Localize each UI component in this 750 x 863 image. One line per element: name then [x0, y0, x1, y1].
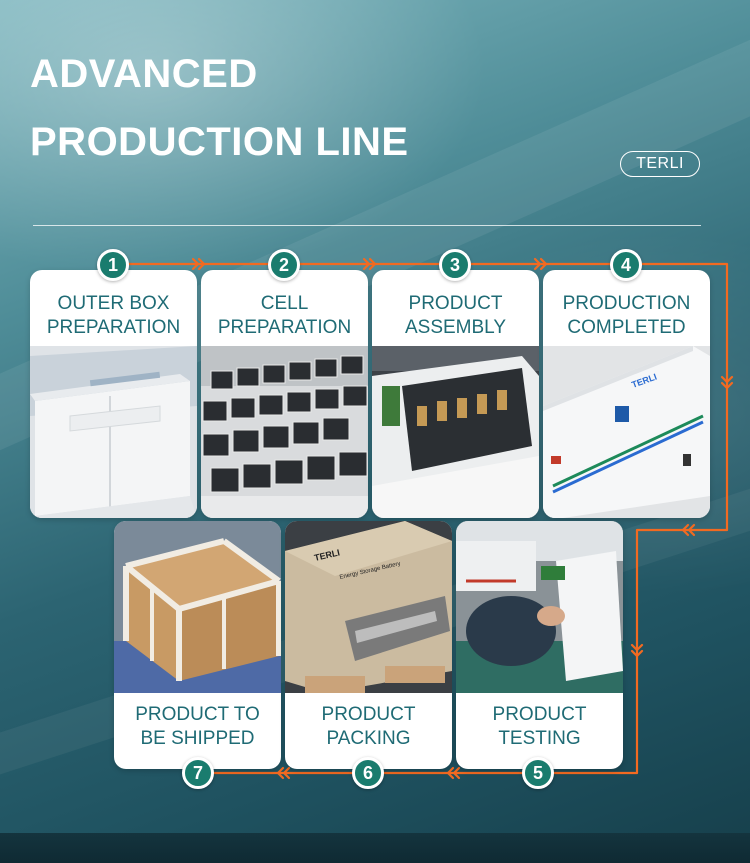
- completed-unit-photo: TERLI: [543, 346, 710, 518]
- step-label: PRODUCTION COMPLETED: [562, 293, 691, 338]
- step-number-badge-5: 5: [522, 757, 554, 789]
- chevron-right-icon: [533, 257, 548, 271]
- brand-badge: TERLI: [620, 151, 700, 177]
- step-card-cell-preparation: CELL PREPARATION: [201, 270, 368, 518]
- step-number-badge-4: 4: [610, 249, 642, 281]
- step-number-badge-1: 1: [97, 249, 129, 281]
- step-number-badge-3: 3: [439, 249, 471, 281]
- assembly-photo: [372, 346, 539, 518]
- step-card-outer-box-preparation: OUTER BOX PREPARATION: [30, 270, 197, 518]
- battery-cells-photo: [201, 346, 368, 518]
- chevron-right-icon: [191, 257, 206, 271]
- step-label: OUTER BOX PREPARATION: [46, 293, 181, 338]
- page-title-line-2: PRODUCTION LINE: [30, 120, 409, 164]
- page-title-line-1: ADVANCED: [30, 52, 258, 96]
- packed-box-photo: TERLI Energy Storage Battery: [285, 521, 452, 693]
- step-label: PRODUCT PACKING: [321, 704, 416, 749]
- step-label: PRODUCT TESTING: [492, 704, 587, 749]
- step-card-product-packing: TERLI Energy Storage Battery PRODUCT PAC…: [285, 521, 452, 769]
- chevron-left-icon: [446, 766, 461, 780]
- step-card-product-assembly: PRODUCT ASSEMBLY: [372, 270, 539, 518]
- step-number-badge-2: 2: [268, 249, 300, 281]
- chevron-down-icon: [720, 375, 734, 390]
- step-card-production-completed: PRODUCTION COMPLETED TERLI: [543, 270, 710, 518]
- chevron-right-icon: [362, 257, 377, 271]
- outer-box-photo: [30, 346, 197, 518]
- step-number-badge-7: 7: [182, 757, 214, 789]
- chevron-left-icon: [681, 523, 696, 537]
- bottom-band: [0, 833, 750, 863]
- wooden-crate-photo: [114, 521, 281, 693]
- testing-photo: [456, 521, 623, 693]
- chevron-left-icon: [276, 766, 291, 780]
- step-card-product-testing: PRODUCT TESTING: [456, 521, 623, 769]
- step-label: CELL PREPARATION: [217, 293, 352, 338]
- header-divider: [33, 225, 701, 226]
- step-label: PRODUCT TO BE SHIPPED: [135, 704, 260, 749]
- step-label: PRODUCT ASSEMBLY: [404, 293, 507, 338]
- chevron-down-icon: [630, 643, 644, 658]
- step-number-badge-6: 6: [352, 757, 384, 789]
- step-card-product-to-be-shipped: PRODUCT TO BE SHIPPED: [114, 521, 281, 769]
